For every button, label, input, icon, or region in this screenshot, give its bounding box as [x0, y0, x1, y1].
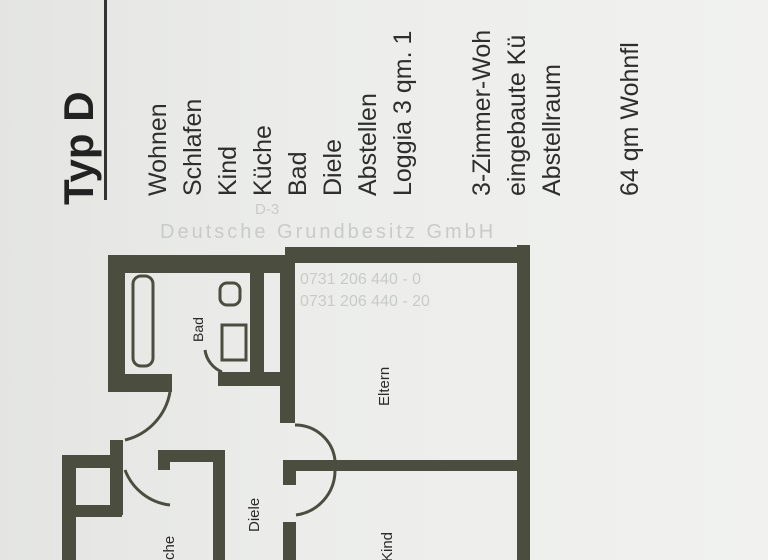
wall	[170, 450, 225, 462]
stamp-phone: 0731 206 440 - 0	[300, 271, 421, 288]
room-label-diele: Diele	[246, 498, 263, 532]
room-label-kueche: che	[161, 536, 178, 560]
wall	[108, 255, 290, 273]
wall	[108, 255, 125, 392]
wall	[110, 440, 123, 515]
stamp-company: Deutsche Grundbesitz GmbH	[160, 221, 497, 243]
door-swing	[295, 470, 337, 517]
wall	[285, 460, 520, 471]
room-label-bad: Bad	[190, 317, 206, 342]
wall	[62, 455, 122, 468]
sink	[220, 323, 248, 362]
bathtub	[131, 274, 155, 368]
room-label-eltern: Eltern	[376, 367, 393, 406]
title-underline	[104, 0, 107, 200]
wall	[158, 450, 170, 470]
wall	[62, 505, 122, 517]
door-swing	[203, 349, 223, 374]
wall	[285, 247, 528, 263]
wall	[283, 460, 296, 485]
door-swing	[123, 469, 171, 507]
door-swing	[294, 423, 337, 461]
wall	[213, 450, 225, 560]
wall	[283, 522, 296, 560]
door-swing	[124, 391, 172, 442]
wall	[517, 245, 530, 560]
stamp-text: D-3	[255, 201, 280, 218]
stamp-fax: 0731 206 440 - 20	[300, 293, 430, 310]
toilet	[218, 281, 242, 307]
wall	[250, 270, 264, 375]
wall	[280, 263, 295, 423]
wall	[218, 372, 293, 386]
room-label-kind: Kind	[379, 532, 396, 560]
wall	[108, 374, 172, 392]
